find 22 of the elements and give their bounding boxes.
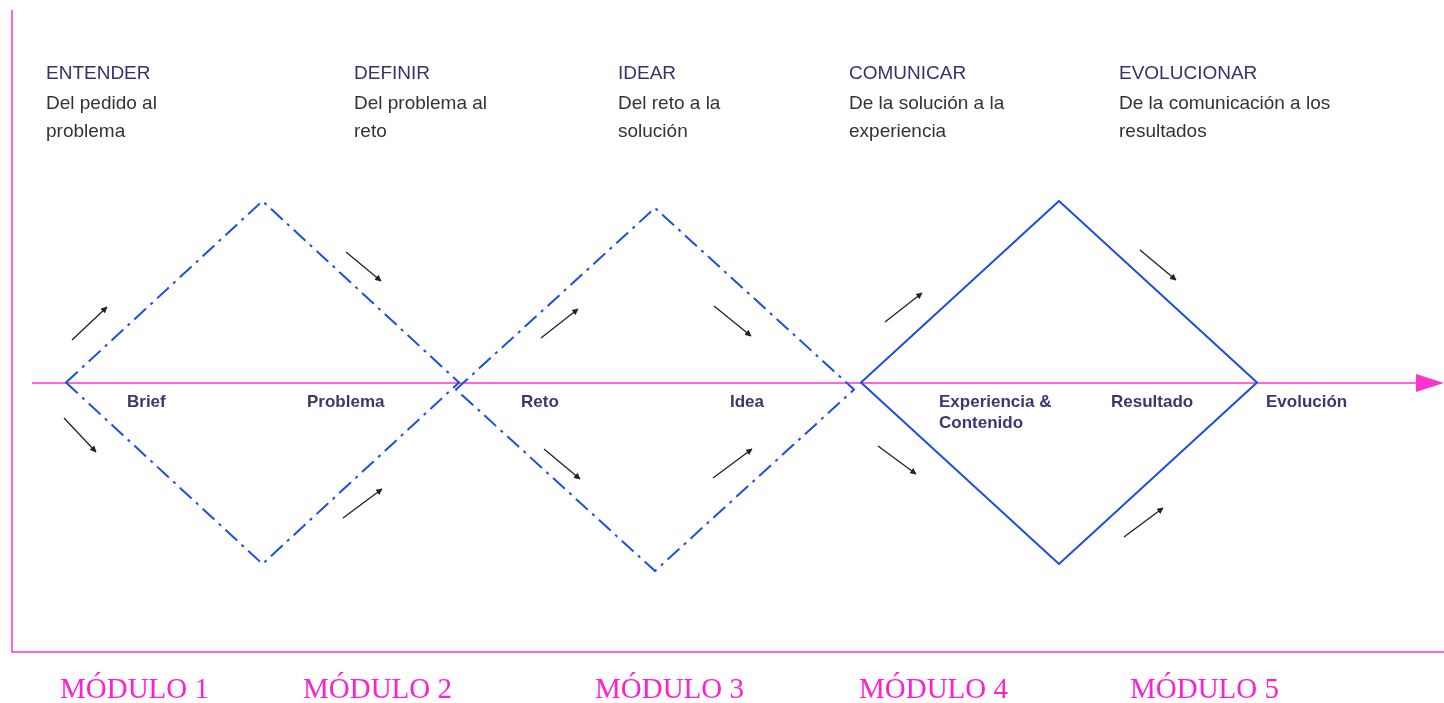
stage-title: DEFINIR: [354, 62, 430, 84]
module-label: MÓDULO 5: [1130, 672, 1280, 703]
stage-description: De la solución a la experiencia: [849, 91, 1006, 143]
stage-title: IDEAR: [618, 62, 677, 84]
stage-description: De la comunicación a los resultados: [1119, 91, 1332, 143]
stage-description: Del problema al reto: [354, 91, 489, 143]
stage-title: ENTENDER: [46, 62, 151, 84]
stage-title: COMUNICAR: [849, 62, 967, 84]
axis-label: Resultado: [1111, 391, 1194, 412]
module-label: MÓDULO 2: [303, 672, 453, 703]
axis-label: Reto: [521, 391, 559, 412]
axis-label: Brief: [127, 391, 166, 412]
axis-label: Experiencia & Contenido: [939, 391, 1053, 433]
axis-label: Evolución: [1266, 391, 1348, 412]
stage-description: Del pedido al problema: [46, 91, 158, 143]
axis-label: Idea: [730, 391, 765, 412]
module-label: MÓDULO 3: [595, 672, 745, 703]
stage-title: EVOLUCIONAR: [1119, 62, 1258, 84]
module-label: MÓDULO 4: [859, 672, 1009, 703]
axis-label: Problema: [307, 391, 385, 412]
module-label: MÓDULO 1: [60, 672, 210, 703]
stage-description: Del reto a la solución: [618, 91, 722, 143]
